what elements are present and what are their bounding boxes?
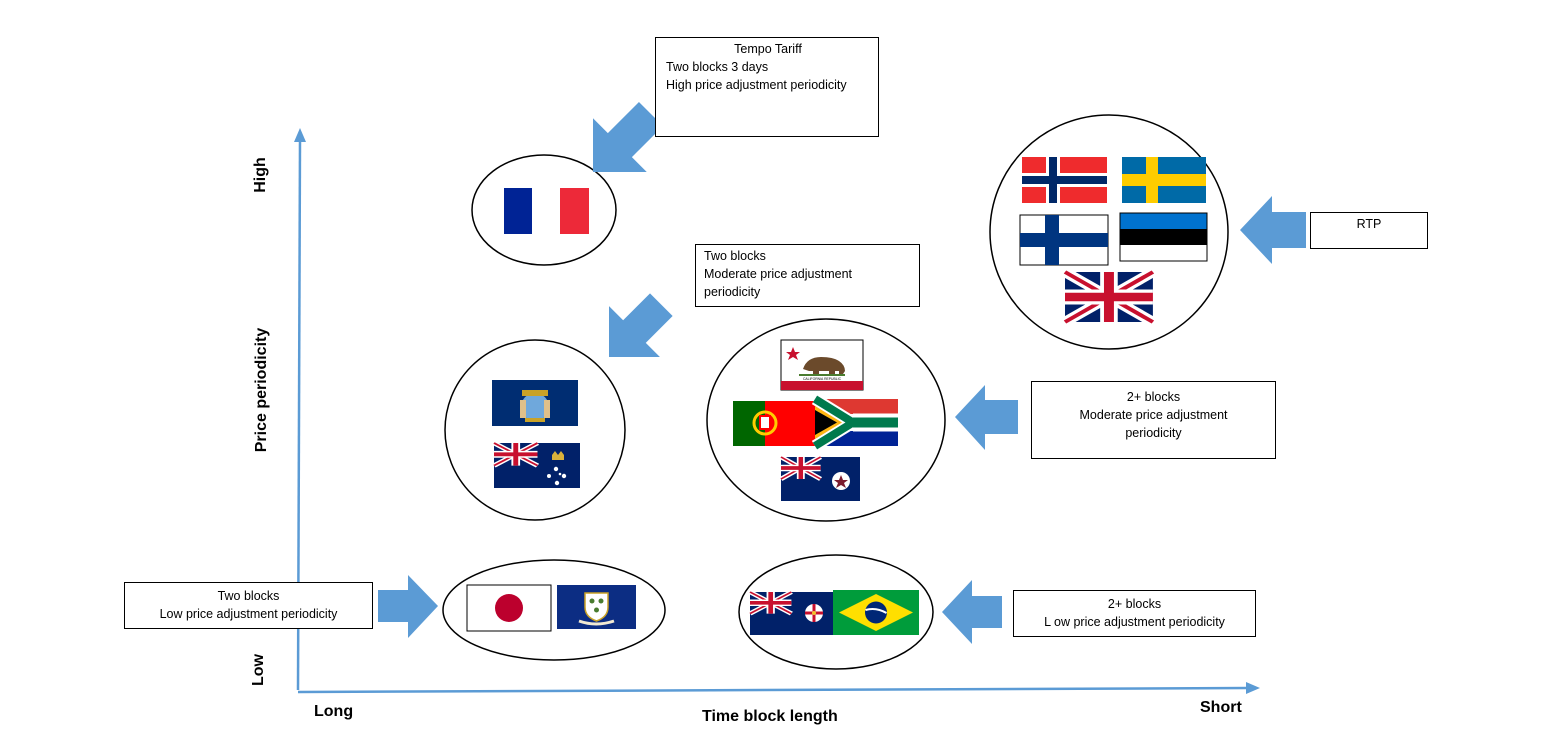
- california-banner-text: CALIFORNIA REPUBLIC: [803, 377, 842, 381]
- block-arrows: [378, 101, 1306, 644]
- callout-two-moderate-line-2: Moderate price adjustment: [704, 267, 852, 281]
- callout-tempo-line-1: Tempo Tariff: [734, 42, 802, 56]
- arrow-to-nordic-group: [1240, 196, 1306, 264]
- callout-two-moderate-line-1: Two blocks: [704, 249, 766, 263]
- callout-2plus-low-line-2: L ow price adjustment periodicity: [1044, 615, 1225, 629]
- x-axis-arrowhead: [1246, 682, 1260, 694]
- callout-2plus-moderate: 2+ blocks Moderate price adjustment peri…: [1031, 381, 1276, 459]
- arrow-to-france-group: [593, 101, 664, 172]
- arrow-to-japan-connecticut-group: [378, 575, 438, 638]
- callout-rtp-line-1: RTP: [1356, 217, 1382, 231]
- flag-sweden: [1122, 157, 1206, 203]
- callout-two-moderate-line-3: periodicity: [704, 285, 761, 299]
- flag-victoria: [494, 443, 580, 488]
- callout-two-blocks-low: Two blocks Low price adjustment periodic…: [124, 582, 373, 629]
- flag-new-south-wales: [750, 592, 833, 635]
- callout-two-low-line-1: Two blocks: [217, 589, 280, 603]
- arrow-to-nsw-brazil-group: [942, 580, 1002, 644]
- flag-brazil: [833, 590, 919, 635]
- flag-south-africa: [811, 393, 898, 452]
- flag-connecticut: [557, 585, 636, 629]
- y-axis-high-label: High: [252, 157, 269, 193]
- callout-2plus-low: 2+ blocks L ow price adjustment periodic…: [1013, 590, 1256, 637]
- callout-2plus-moderate-line-3: periodicity: [1125, 426, 1182, 440]
- y-axis-low-label: Low: [250, 654, 267, 686]
- callout-two-low-line-2: Low price adjustment periodicity: [159, 607, 338, 621]
- flag-japan: [466, 584, 552, 632]
- flag-new-york: [492, 380, 578, 426]
- flag-portugal: [733, 401, 815, 446]
- callout-tempo-tariff: Tempo Tariff Two blocks 3 days High pric…: [655, 37, 879, 137]
- callout-tempo-line-3: High price adjustment periodicity: [666, 78, 847, 92]
- callout-two-blocks-moderate: Two blocks Moderate price adjustment per…: [695, 244, 920, 307]
- arrow-to-mixed-moderate-group: [955, 385, 1018, 450]
- flag-finland: [1019, 214, 1109, 266]
- callout-2plus-low-line-1: 2+ blocks: [1107, 597, 1162, 611]
- flag-france: [504, 188, 589, 234]
- callout-tempo-line-2: Two blocks 3 days: [666, 60, 769, 74]
- y-axis-arrowhead: [294, 128, 306, 142]
- callout-2plus-moderate-line-2: Moderate price adjustment: [1079, 408, 1228, 422]
- x-axis: [297, 686, 1249, 694]
- y-axis-title: Price periodicity: [253, 327, 270, 453]
- x-axis-long-label: Long: [314, 703, 354, 720]
- x-axis-title: Time block length: [702, 708, 838, 725]
- ellipse-ny-victoria: [444, 339, 626, 521]
- flag-estonia: [1119, 212, 1208, 262]
- flag-california: CALIFORNIA REPUBLIC: [780, 339, 864, 391]
- callout-2plus-moderate-line-1: 2+ blocks: [1126, 390, 1181, 404]
- arrow-to-ny-victoria-group: [609, 293, 673, 357]
- x-axis-short-label: Short: [1200, 699, 1242, 716]
- flag-united-kingdom: [1065, 272, 1153, 322]
- flag-norway: [1022, 157, 1107, 203]
- callout-rtp: RTP: [1310, 212, 1428, 249]
- flag-queensland: [781, 457, 860, 501]
